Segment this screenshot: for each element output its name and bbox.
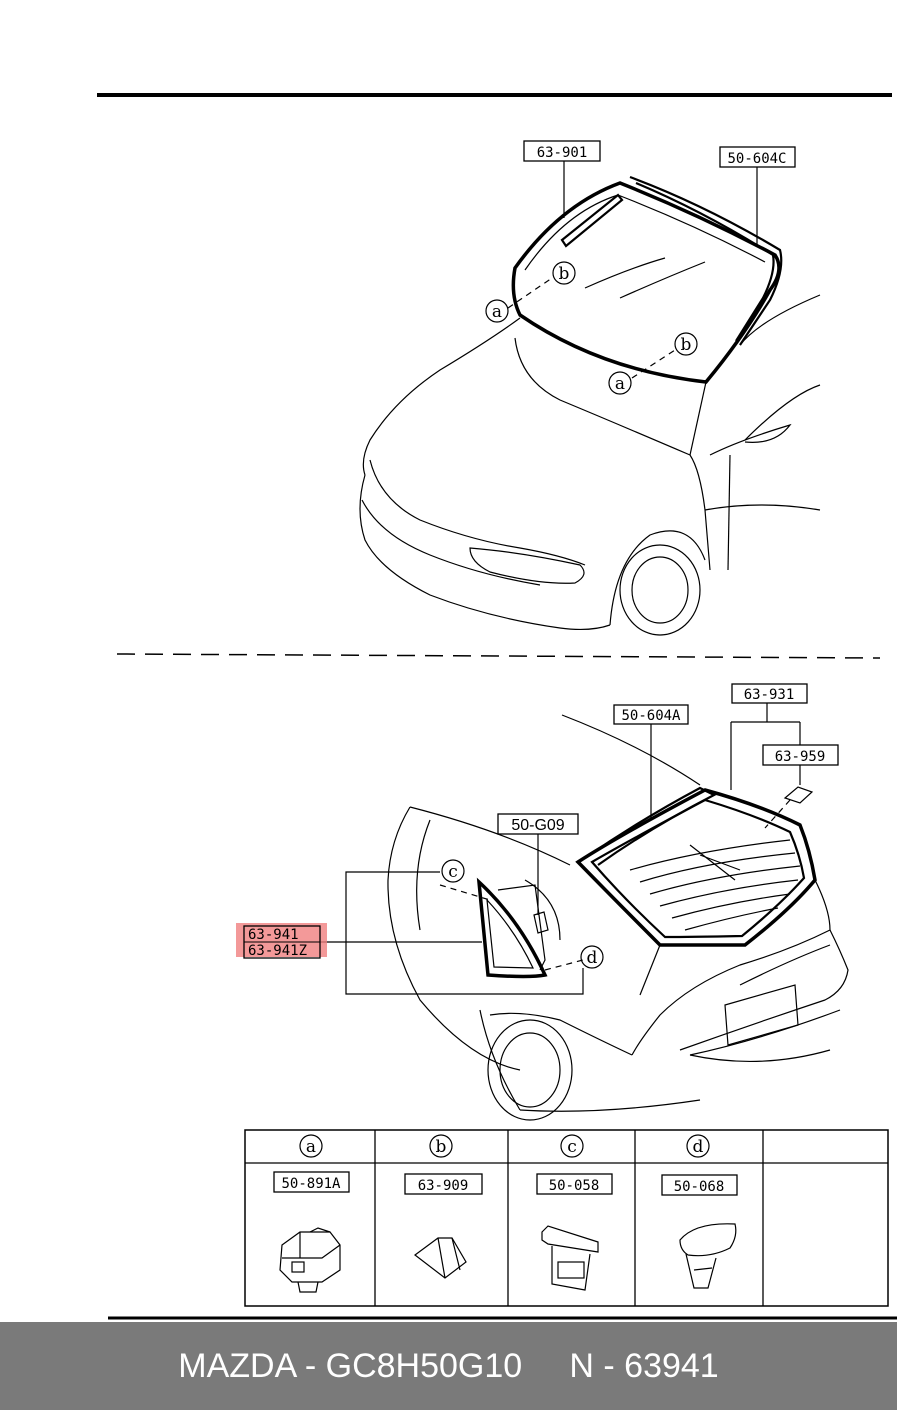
callout-d-letter: d bbox=[587, 948, 598, 968]
front-callouts: b a b a bbox=[485, 261, 698, 395]
label-63-941z-text: 63-941Z bbox=[248, 943, 307, 959]
svg-text:c: c bbox=[567, 1137, 577, 1157]
svg-text:a: a bbox=[306, 1137, 316, 1157]
svg-text:63-901: 63-901 bbox=[537, 145, 588, 161]
wedge-b-icon bbox=[414, 1237, 467, 1279]
svg-text:63-959: 63-959 bbox=[775, 749, 826, 765]
svg-text:b: b bbox=[436, 1137, 447, 1157]
legend-col-a: a 50-891A bbox=[273, 1134, 350, 1293]
callout-a2-letter: a bbox=[615, 374, 625, 394]
rear-callouts: c d bbox=[439, 859, 604, 971]
callout-b-letter: b bbox=[559, 264, 570, 284]
legend-c-part[interactable]: 50-058 bbox=[549, 1178, 600, 1194]
label-50-604c[interactable]: 50-604C bbox=[719, 146, 796, 245]
clip-c-icon bbox=[541, 1225, 599, 1291]
callout-a2-circle bbox=[608, 371, 632, 395]
svg-text:50-604C: 50-604C bbox=[727, 151, 786, 167]
fastener-legend-table: a 50-891A b 63-909 c bbox=[244, 1129, 889, 1307]
legend-col-d: d 50-068 bbox=[661, 1134, 738, 1289]
legend-a-part[interactable]: 50-891A bbox=[281, 1176, 341, 1192]
callout-c-circle bbox=[441, 859, 465, 883]
callout-b-circle bbox=[552, 261, 576, 285]
label-63-901[interactable]: 63-901 bbox=[523, 140, 601, 218]
quarter-glass bbox=[476, 877, 548, 979]
svg-text:50-604A: 50-604A bbox=[621, 708, 681, 724]
callout-d-circle bbox=[580, 945, 604, 969]
label-63-941-text: 63-941 bbox=[248, 927, 299, 943]
front-car-illustration bbox=[359, 175, 821, 636]
clip-part bbox=[533, 911, 549, 934]
fastener-part bbox=[783, 786, 814, 804]
callout-b2-letter: b bbox=[681, 335, 692, 355]
svg-text:d: d bbox=[693, 1137, 704, 1157]
label-63-941-highlighted[interactable]: 63-941 63-941Z bbox=[236, 923, 327, 959]
label-63-959[interactable]: 63-959 bbox=[762, 744, 839, 829]
parts-diagram: b a b a 63-901 50-604C bbox=[97, 93, 897, 1320]
legend-b-part[interactable]: 63-909 bbox=[418, 1178, 469, 1194]
callout-c-letter: c bbox=[448, 862, 458, 882]
label-50-604a[interactable]: 50-604A bbox=[613, 704, 689, 820]
clip-d-icon bbox=[679, 1223, 737, 1289]
svg-text:63-931: 63-931 bbox=[744, 687, 795, 703]
rear-car-illustration bbox=[387, 714, 849, 1121]
legend-col-b: b 63-909 bbox=[404, 1134, 483, 1279]
legend-d-part[interactable]: 50-068 bbox=[674, 1179, 725, 1195]
footer-bar: MAZDA - GC8H50G10 N - 63941 bbox=[0, 1322, 897, 1410]
highlight-box bbox=[236, 923, 327, 957]
section-divider bbox=[116, 653, 881, 659]
callout-a-circle bbox=[485, 299, 509, 323]
callout-a-letter: a bbox=[492, 302, 502, 322]
callout-b2-circle bbox=[674, 332, 698, 356]
footer-part-info: MAZDA - GC8H50G10 N - 63941 bbox=[178, 1346, 719, 1385]
svg-text:50-G09: 50-G09 bbox=[511, 817, 564, 834]
label-63-931[interactable]: 63-931 bbox=[730, 683, 808, 790]
quarter-bracket bbox=[345, 871, 584, 995]
legend-col-c: c 50-058 bbox=[536, 1134, 613, 1291]
label-50-g09[interactable]: 50-G09 bbox=[497, 813, 579, 934]
clip-a-icon bbox=[279, 1227, 341, 1293]
